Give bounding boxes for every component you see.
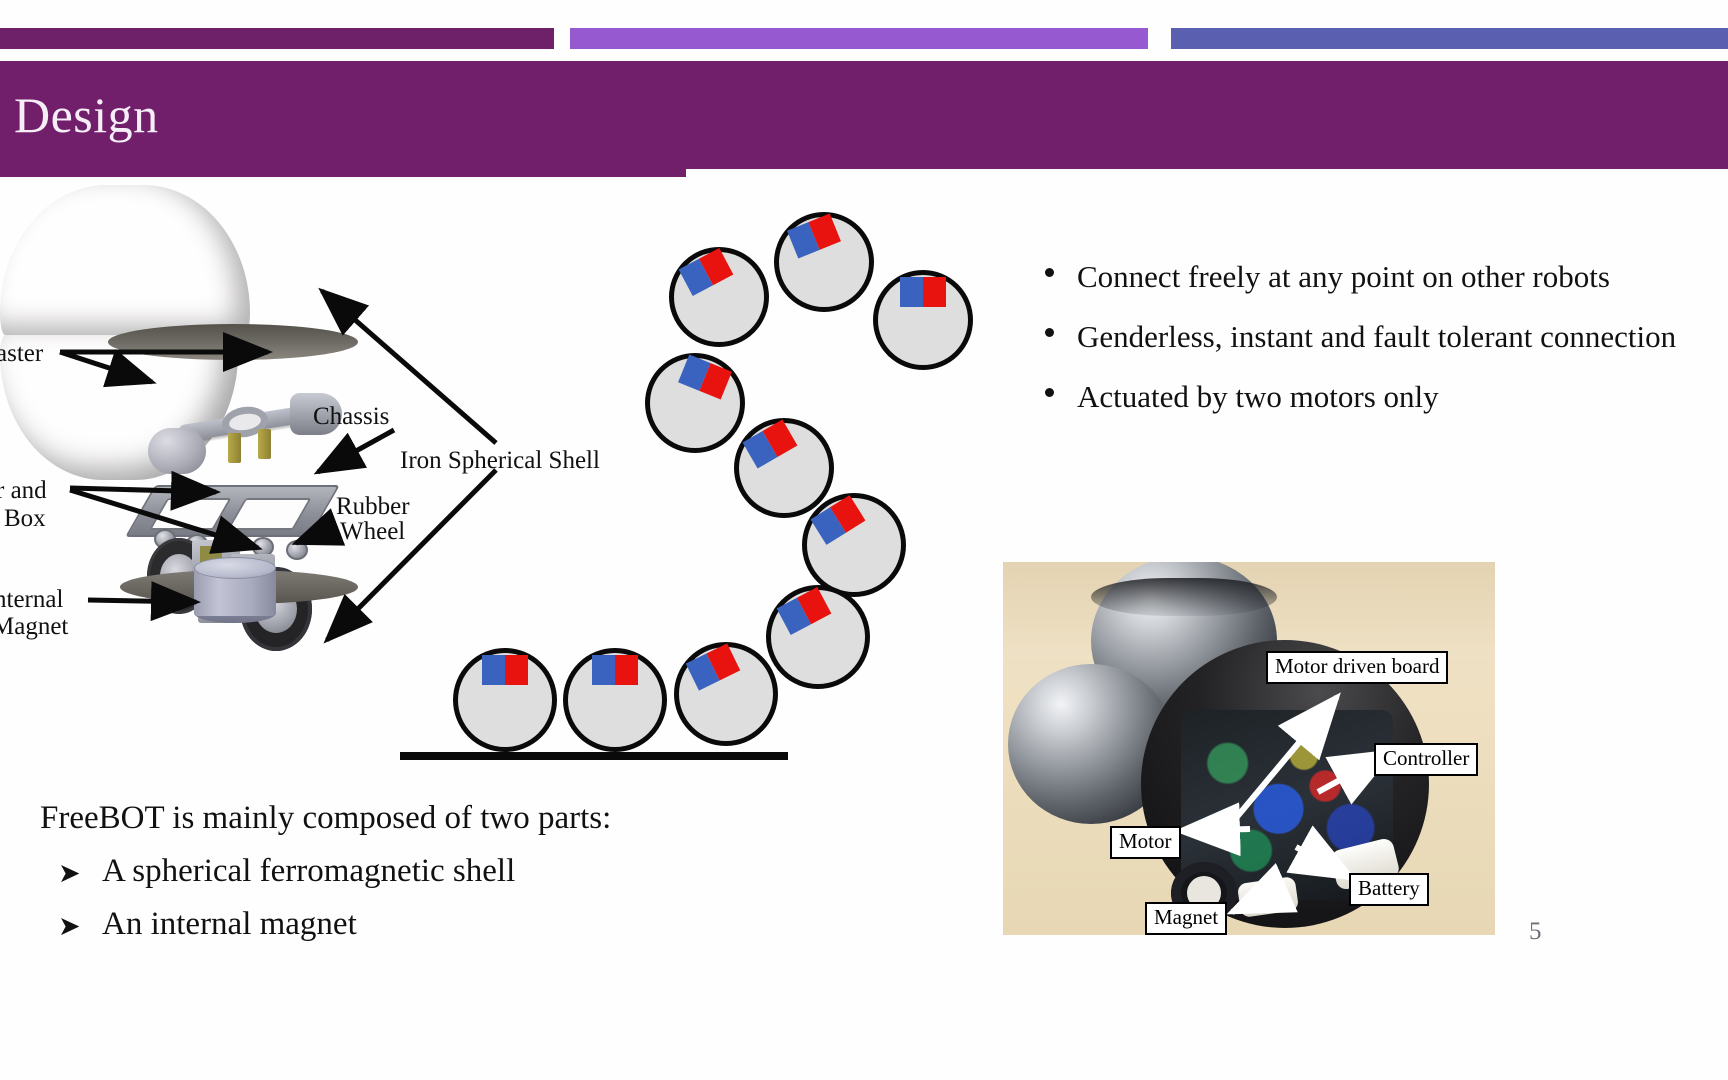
title-band-notch (0, 168, 686, 177)
arrow-marker-icon: ➤ (58, 911, 81, 941)
magnet-pole-south (592, 655, 615, 685)
caster-post-2 (258, 429, 271, 459)
cad-label-magnet-line1: nternal (0, 586, 64, 613)
bullet-text: Connect freely at any point on other rob… (1077, 259, 1610, 294)
summary-item: ➤ A spherical ferromagnetic shell (40, 853, 820, 890)
page-title: Design (14, 87, 159, 143)
photo-callout-battery: Battery (1349, 873, 1429, 907)
arrow-marker-icon: ➤ (58, 858, 81, 888)
magnet-pole-north (505, 655, 528, 685)
summary-item: ➤ An internal magnet (40, 906, 820, 943)
decor-bar-right (1171, 28, 1728, 49)
internal-magnet-marker (482, 655, 528, 685)
bullet-dot-icon (1045, 268, 1054, 277)
magnet-pole-south (900, 277, 923, 307)
cad-label-motor-line1: r and (0, 477, 47, 504)
summary-lead: FreeBOT is mainly composed of two parts: (40, 800, 612, 836)
photo-callout-controller: Controller (1374, 743, 1479, 777)
bullet-item: Connect freely at any point on other rob… (1037, 255, 1717, 299)
summary-text-block: FreeBOT is mainly composed of two parts:… (40, 800, 820, 943)
bullet-item: Actuated by two motors only (1037, 375, 1717, 419)
summary-item-text: A spherical ferromagnetic shell (102, 853, 516, 889)
photo-callout-motor-driven-board: Motor driven board (1266, 651, 1449, 685)
internal-magnet-marker (592, 655, 638, 685)
bullet-dot-icon (1045, 388, 1054, 398)
slide-number: 5 (1529, 918, 1542, 945)
bullet-item: Genderless, instant and fault tolerant c… (1037, 315, 1717, 359)
cad-label-motor-line2: Box (4, 505, 46, 532)
title-band (0, 61, 1728, 177)
ground-line (400, 752, 788, 760)
caster-post-1 (228, 433, 241, 463)
cad-label-caster: aster (0, 340, 44, 367)
photo-callout-motor: Motor (1110, 826, 1181, 860)
cad-label-magnet-line2: Magnet (0, 613, 69, 640)
bullet-list: Connect freely at any point on other rob… (1037, 255, 1717, 435)
bullet-dot-icon (1045, 328, 1054, 338)
photo-callout-magnet: Magnet (1145, 902, 1228, 936)
steel-sphere-seam (1091, 578, 1277, 616)
magnet-pole-north (615, 655, 638, 685)
magnet-pole-south (482, 655, 505, 685)
bullet-text: Actuated by two motors only (1077, 379, 1439, 415)
summary-item-text: An internal magnet (102, 906, 357, 942)
bullet-text: Genderless, instant and fault tolerant c… (1077, 319, 1677, 355)
decor-bar-middle (570, 28, 1148, 49)
internal-magnet-top-face (194, 557, 276, 579)
decor-bar-left (0, 28, 554, 49)
magnet-pole-north (923, 277, 946, 307)
caster-wheel-left (148, 428, 206, 474)
internal-magnet-marker (900, 277, 946, 307)
